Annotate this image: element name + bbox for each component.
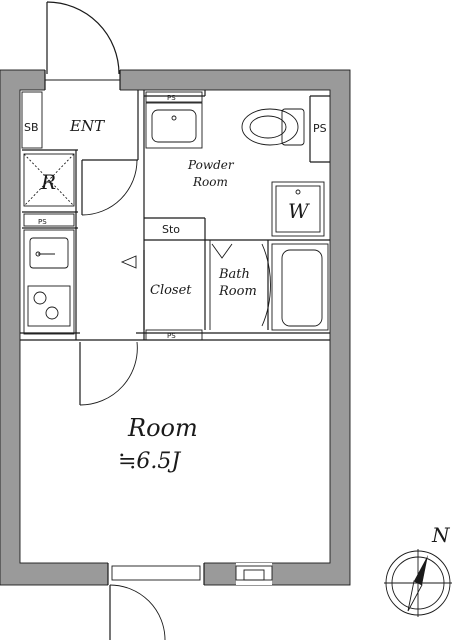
ps-strip-room [145, 329, 203, 341]
refrigerator-label: R [40, 170, 56, 194]
bathtub [271, 243, 329, 331]
ps-label-basin: PS [167, 94, 176, 102]
main-room-label: Room [127, 414, 198, 442]
outer-wall-outline [0, 69, 351, 586]
bath-room-label-1: Bath [218, 267, 250, 282]
kitchen-sink [29, 237, 69, 269]
compass-north: N [431, 523, 451, 547]
sb-label: SB [24, 121, 39, 134]
closet-label: Closet [150, 283, 192, 298]
closet-marker [120, 255, 137, 269]
small-window [236, 563, 272, 585]
ps-label-room: PS [167, 332, 176, 340]
bath-door [209, 240, 271, 330]
kitchen-counter [23, 229, 75, 335]
window-opening [108, 560, 204, 586]
toilet [241, 108, 305, 146]
refrigerator-space [23, 153, 75, 207]
ps-label-toilet: PS [313, 122, 327, 135]
powder-room-label-1: Powder [187, 158, 235, 172]
bath-room-label-2: Room [218, 284, 257, 299]
entrance-door [46, 1, 120, 75]
ent-label: ENT [69, 117, 105, 135]
washer-space [271, 181, 325, 237]
wash-basin [145, 102, 203, 149]
interior-walls [20, 90, 330, 341]
compass [384, 549, 452, 617]
ps-label-kitchen: PS [38, 218, 47, 226]
inner-wall-outline [19, 89, 331, 564]
powder-room-label-2: Room [192, 175, 228, 189]
balcony-door [109, 584, 166, 640]
ps-strip-basin [145, 91, 203, 103]
hall-door [81, 159, 138, 216]
outer-wall [0, 70, 350, 585]
room-door [79, 341, 138, 406]
main-room-size: ≒6.5J [118, 449, 181, 474]
sto-label: Sto [162, 223, 180, 236]
shoe-box [21, 91, 43, 149]
washer-label: W [288, 199, 310, 223]
ps-strip-kitchen [23, 213, 75, 227]
stove [27, 285, 71, 327]
